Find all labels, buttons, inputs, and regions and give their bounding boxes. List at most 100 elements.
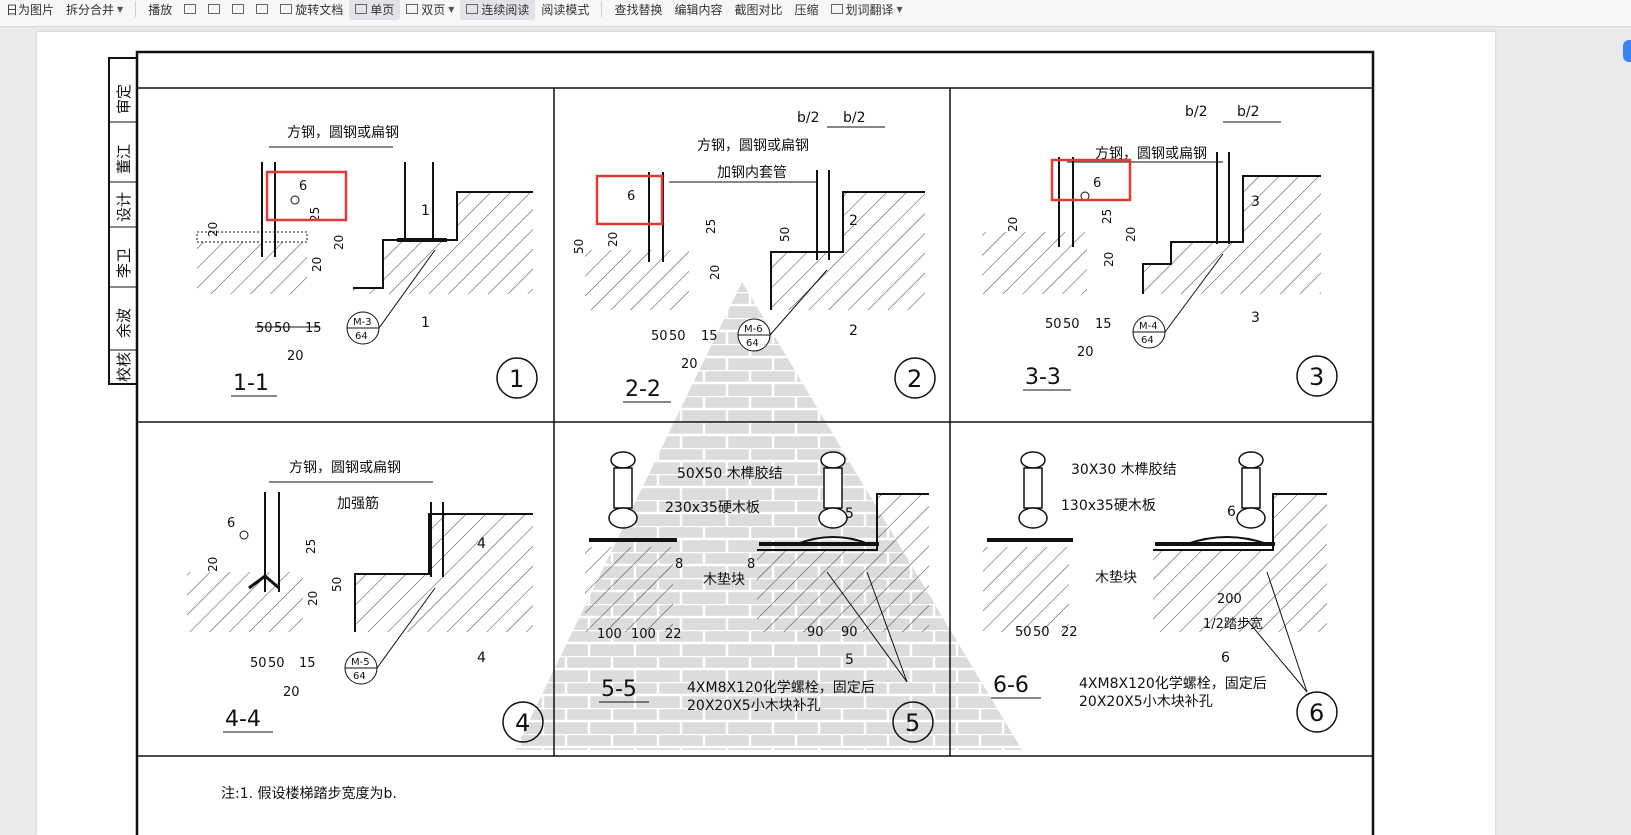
toolbar-split-merge[interactable]: 拆分合并▼ (60, 0, 129, 20)
p3-dim-20a: 20 (1006, 217, 1020, 232)
p4-stiffener-label: 加强筋 (337, 495, 379, 512)
p6-bolt-line2: 20X20X5小木块补孔 (1079, 694, 1213, 710)
top-toolbar: 日为图片 拆分合并▼ 播放 旋转文档 单页 双页▼ 连续阅读 阅读模式 查找替换… (0, 0, 1631, 27)
p1-m3: M-3 (353, 317, 372, 328)
detail-6: 30X30 木榫胶结 130x35硬木板 木垫块 6 6 50 50 22 20… (983, 451, 1338, 733)
toolbar-rotate-doc[interactable]: 旋转文档 (274, 0, 349, 20)
section-3-3: 3-3 (1025, 365, 1061, 390)
title-block-approve: 审定 (115, 84, 133, 114)
drawing-sheet: 校核 余波 李卫 设计 董江 审定 方钢，圆钢或扁钢 6 20 25 20 20… (108, 50, 1375, 835)
p6-pad-label: 木垫块 (1095, 570, 1137, 586)
p4-cut-top: 4 (477, 536, 486, 552)
title-block-design: 设计 (115, 192, 133, 222)
toolbar-fit-page[interactable] (178, 0, 202, 20)
p4-dim-50a: 50 (250, 656, 267, 671)
p3-ref64: 64 (1141, 335, 1154, 346)
p1-dim-15: 15 (305, 321, 322, 336)
toolbar-to-image[interactable]: 日为图片 (0, 0, 60, 20)
section-6-6: 6-6 (993, 673, 1029, 698)
toolbar-divider (601, 1, 603, 17)
toolbar-compress-label: 压缩 (794, 2, 819, 17)
p2-cut-bottom: 2 (849, 323, 858, 339)
p1-weld-label: 6 (299, 179, 307, 194)
p2-dim-50: 50 (572, 239, 586, 254)
p6-board-label: 130x35硬木板 (1061, 498, 1156, 514)
p3-weld-label: 6 (1093, 176, 1101, 191)
p3-dim-20c: 20 (1102, 252, 1116, 267)
detail-number-4: 4 (515, 709, 530, 737)
p5-cut-bottom: 5 (845, 652, 854, 668)
single-page-icon (355, 4, 368, 14)
toolbar-split-merge-label: 拆分合并 (66, 2, 115, 17)
p6-dim-50b: 50 (1033, 625, 1050, 640)
p3-m4: M-4 (1139, 321, 1158, 332)
section-5-5: 5-5 (601, 677, 637, 702)
p3-dim-20d: 20 (1077, 345, 1094, 360)
p5-board-label: 230x35硬木板 (665, 500, 760, 516)
toolbar-rotate-left[interactable] (250, 0, 274, 20)
p2-cut-top: 2 (849, 213, 858, 229)
p2-ref64: 64 (746, 338, 759, 349)
toolbar-double-page[interactable]: 双页▼ (400, 0, 460, 20)
p4-m5: M-5 (351, 657, 370, 668)
toolbar-screenshot-compare[interactable]: 截图对比 (728, 0, 788, 20)
watermark (515, 282, 1022, 750)
p5-dim-8a: 8 (675, 557, 683, 572)
toolbar-compress[interactable]: 压缩 (788, 0, 824, 20)
double-page-icon (406, 4, 419, 14)
toolbar-single-page[interactable]: 单页 (349, 0, 401, 20)
section-1-1: 1-1 (233, 371, 269, 396)
detail-2: b/2 b/2 方钢，圆钢或扁钢 加钢内套管 6 50 20 25 20 50 … (572, 110, 936, 403)
p4-cut-bottom: 4 (477, 650, 486, 666)
toolbar-translate[interactable]: 划词翻译▼ (825, 0, 909, 20)
side-panel-toggle[interactable] (1623, 40, 1631, 62)
p1-dim-50b: 50 (274, 321, 291, 336)
toolbar-continuous-label: 连续阅读 (481, 2, 530, 17)
chevron-down-icon: ▼ (896, 4, 903, 14)
p2-dim-50c: 50 (651, 329, 668, 344)
sheet-frame (135, 50, 1375, 835)
p3-dim-25: 25 (1100, 209, 1114, 224)
toolbar-fit-width[interactable] (202, 0, 226, 20)
p2-dim-20a: 20 (606, 232, 620, 247)
toolbar-find-replace[interactable]: 查找替换 (608, 0, 668, 20)
toolbar-translate-label: 划词翻译 (845, 2, 894, 17)
drawing-note: 注:1. 假设楼梯踏步宽度为b. (221, 785, 397, 802)
toolbar-find-replace-label: 查找替换 (614, 2, 663, 17)
title-block-approver-name: 董江 (115, 144, 133, 174)
p2-dim-15: 15 (701, 329, 718, 344)
toolbar-reading-mode-label: 阅读模式 (541, 2, 590, 17)
title-block: 校核 余波 李卫 设计 董江 审定 (108, 57, 138, 385)
p2-dim-50d: 50 (669, 329, 686, 344)
p3-dim-50b: 50 (1063, 317, 1080, 332)
toolbar-rotate-doc-label: 旋转文档 (295, 2, 344, 17)
toolbar-single-page-label: 单页 (370, 2, 395, 17)
detail-3: b/2 b/2 方钢，圆钢或扁钢 6 20 25 20 20 50 50 15 … (982, 104, 1338, 397)
detail-5: 50X50 木榫胶结 230x35硬木板 木垫块 8 8 5 5 100 100… (585, 451, 934, 743)
p4-dim-50: 50 (330, 577, 344, 592)
p6-dim-50a: 50 (1015, 625, 1032, 640)
toolbar-continuous[interactable]: 连续阅读 (460, 0, 536, 20)
chevron-down-icon: ▼ (117, 4, 124, 14)
fit-page-icon (184, 4, 197, 14)
p5-dim-22: 22 (665, 627, 682, 642)
chevron-down-icon: ▼ (448, 4, 455, 14)
p3-cut-top: 3 (1251, 194, 1260, 210)
actual-size-icon (232, 4, 245, 14)
toolbar-reading-mode[interactable]: 阅读模式 (535, 0, 595, 20)
p2-sleeve-label: 加钢内套管 (717, 165, 787, 181)
toolbar-screenshot-compare-label: 截图对比 (734, 2, 783, 17)
toolbar-edit-content[interactable]: 编辑内容 (668, 0, 728, 20)
p5-cut-top: 5 (845, 506, 854, 522)
p5-pad-label: 木垫块 (703, 572, 745, 588)
toolbar-actual-size[interactable] (226, 0, 250, 20)
p4-dim-25: 25 (304, 539, 318, 554)
p4-ref64: 64 (353, 671, 366, 682)
p5-dim-90b: 90 (841, 625, 858, 640)
toolbar-divider (135, 1, 137, 17)
section-4-4: 4-4 (225, 707, 261, 732)
p1-cut-bottom: 1 (421, 315, 430, 331)
toolbar-play[interactable]: 播放 (142, 0, 178, 20)
p2-b2a: b/2 (797, 110, 820, 126)
p3-dim-15: 15 (1095, 317, 1112, 332)
